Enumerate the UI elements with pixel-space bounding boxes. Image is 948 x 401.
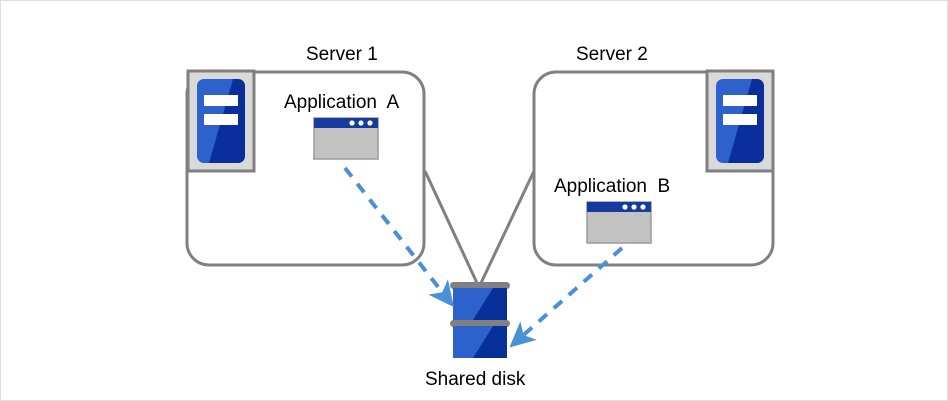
application-b-label: Application B xyxy=(554,176,671,197)
window-dot xyxy=(358,120,364,126)
window-dot xyxy=(631,204,637,210)
server-icon-1 xyxy=(186,69,256,173)
window-dot xyxy=(640,204,646,210)
window-dot xyxy=(622,204,628,210)
shared-disk-label: Shared disk xyxy=(425,369,526,390)
window-dot xyxy=(349,120,355,126)
disk-separator-top xyxy=(450,282,510,289)
connector-lines xyxy=(423,170,536,284)
server-1-label: Server 1 xyxy=(306,44,378,65)
connector-server2-disk xyxy=(479,170,536,284)
arrow-app-b-to-disk xyxy=(509,246,624,348)
app-window-icon-b xyxy=(586,201,652,244)
connector-server1-disk xyxy=(423,170,479,284)
server-2-label: Server 2 xyxy=(576,44,648,65)
data-flow-arrows xyxy=(343,166,624,348)
application-a-label: Application A xyxy=(284,92,400,113)
disk-separator-middle xyxy=(450,320,510,327)
arrow-app-a-to-disk xyxy=(343,166,454,308)
server-icon-2 xyxy=(705,69,775,173)
app-window-icon-a xyxy=(313,117,379,160)
shared-disk-icon xyxy=(450,282,510,358)
window-dot xyxy=(367,120,373,126)
